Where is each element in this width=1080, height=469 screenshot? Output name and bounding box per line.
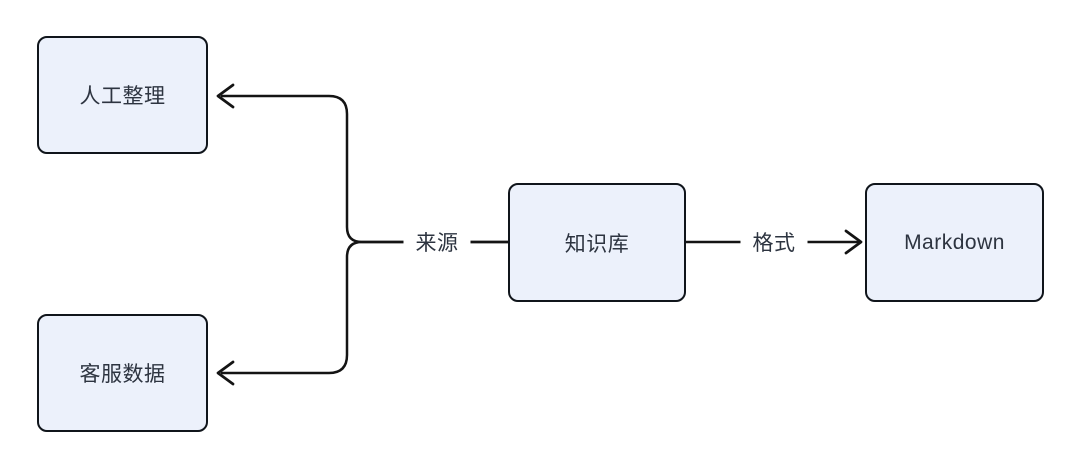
edge-label-format: 格式 <box>740 224 808 260</box>
node-customer-service-data-label: 客服数据 <box>79 363 166 386</box>
node-knowledge-base: 知识库 <box>508 183 686 302</box>
arrowhead-left-icon <box>216 83 235 109</box>
edge-label-source: 来源 <box>403 224 471 260</box>
node-manual-curation-label: 人工整理 <box>79 85 166 108</box>
edge-kb-to-service <box>221 240 508 375</box>
arrowhead-left-icon <box>216 360 235 386</box>
node-knowledge-base-label: 知识库 <box>564 232 630 256</box>
node-customer-service-data: 客服数据 <box>37 314 208 432</box>
arrowhead-right-icon <box>844 229 863 255</box>
node-manual-curation: 人工整理 <box>37 36 208 154</box>
node-markdown: Markdown <box>865 183 1044 302</box>
edge-kb-to-manual <box>221 94 508 244</box>
node-markdown-label: Markdown <box>904 230 1005 254</box>
edge-label-source-text: 来源 <box>415 232 459 255</box>
edge-label-format-text: 格式 <box>752 232 796 255</box>
